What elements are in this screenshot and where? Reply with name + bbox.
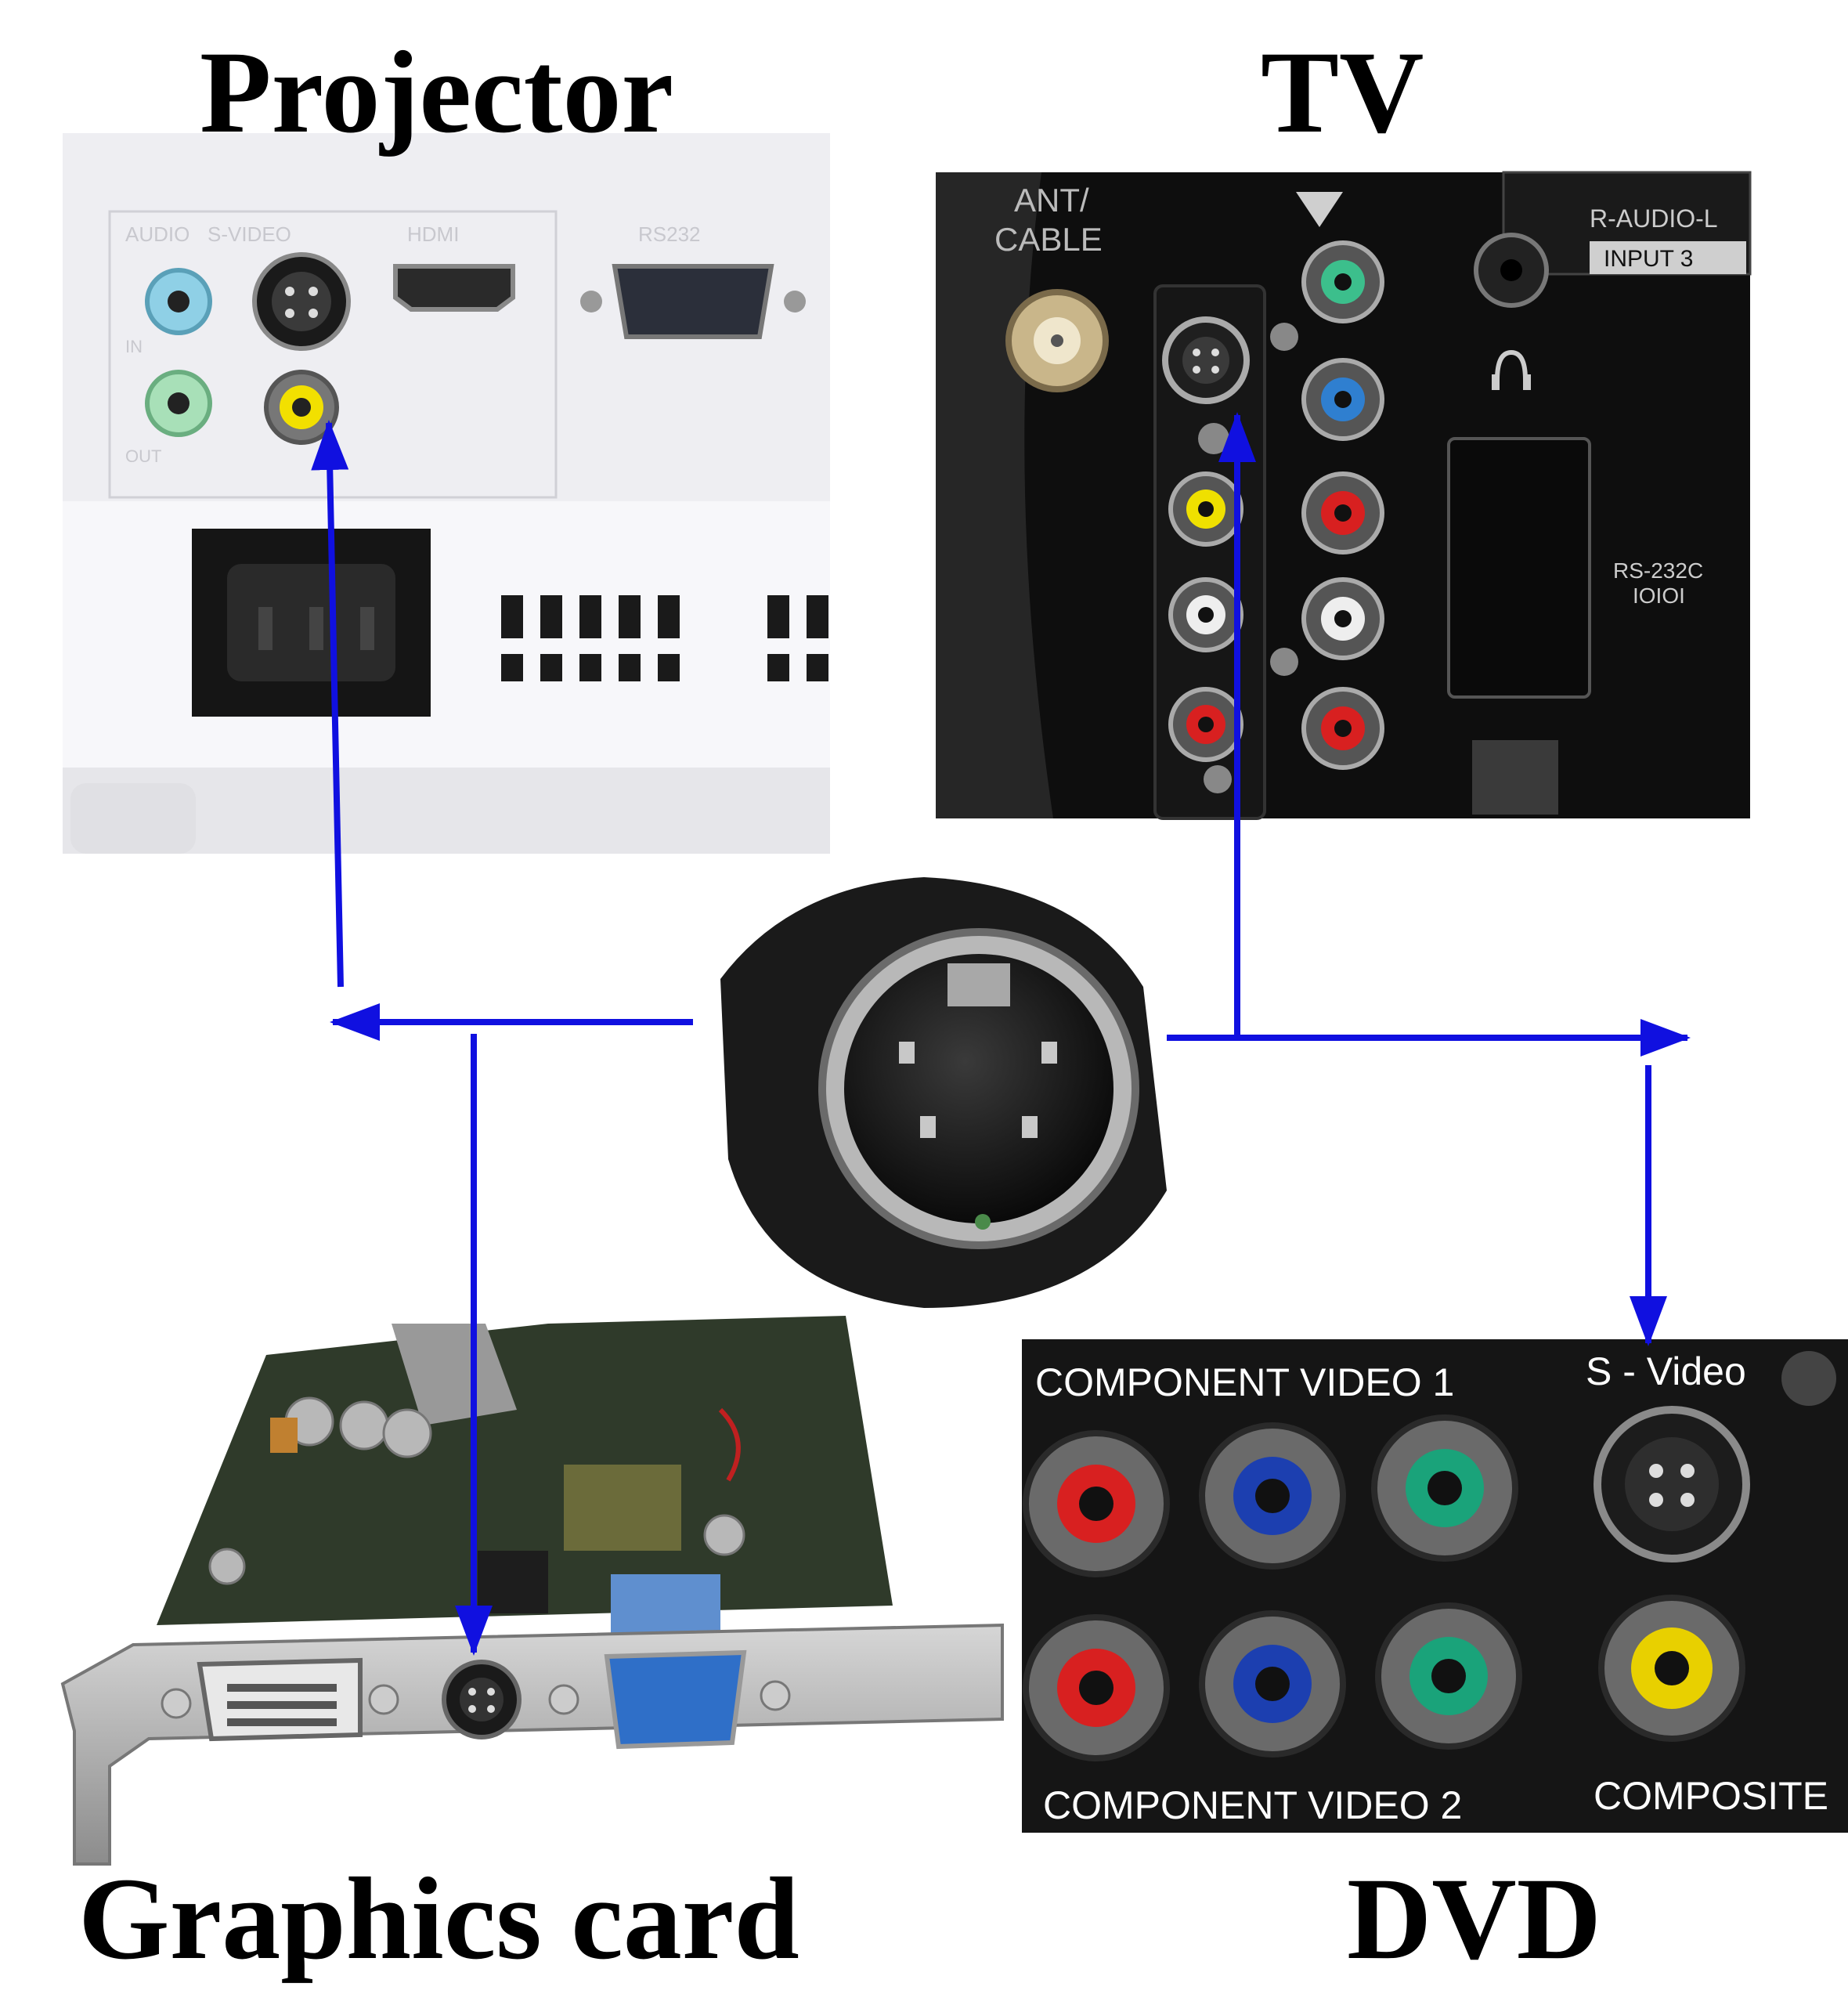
dvd-label-component-1: COMPONENT VIDEO 1	[1035, 1360, 1454, 1404]
graphics-card-bracket	[60, 1623, 1004, 1866]
dvd-label-component-2: COMPONENT VIDEO 2	[1043, 1783, 1462, 1827]
projector-label-audio: AUDIO	[125, 222, 189, 246]
label-graphics-card: Graphics card	[78, 1854, 799, 1984]
projector-hdmi-port	[393, 264, 515, 312]
arrow-to-projector	[311, 420, 349, 988]
graphics-card-vga-port	[604, 1649, 747, 1750]
headphone-icon	[1495, 349, 1528, 381]
tv-label-ioioi: IOIOI	[1633, 583, 1685, 608]
projector-rs232-port	[612, 264, 774, 339]
projector-label-out: OUT	[125, 446, 161, 466]
tv-photo: ANT/ CABLE R-AUDIO-L INPUT 3 RS-232C IOI…	[936, 171, 1752, 820]
graphics-card-photo	[60, 1316, 1004, 1866]
tv-label-audio: R-AUDIO-L	[1590, 204, 1718, 233]
projector-label-hdmi: HDMI	[407, 222, 459, 246]
tv-label-cable: CABLE	[994, 221, 1103, 258]
label-projector: Projector	[200, 27, 673, 157]
dvd-photo: COMPONENT VIDEO 1 S - Video COMPONENT VI…	[1022, 1339, 1848, 1833]
tv-label-ant: ANT/	[1014, 182, 1089, 219]
svideo-plug-photo	[720, 877, 1167, 1308]
tv-rs232c-port	[1447, 437, 1591, 699]
tv-label-input3: INPUT 3	[1604, 246, 1693, 272]
projector-photo: AUDIO S-VIDEO HDMI RS232 IN OUT	[63, 133, 830, 854]
svideo-plug-pins	[899, 1042, 1057, 1138]
connection-arrows	[311, 412, 1691, 1656]
label-tv: TV	[1261, 27, 1424, 157]
graphics-card-dvi-port	[197, 1657, 363, 1742]
projector-label-in: IN	[125, 337, 143, 356]
tv-label-rs232c: RS-232C	[1613, 558, 1703, 583]
dvd-label-composite: COMPOSITE	[1594, 1774, 1828, 1818]
svideo-plug-key	[947, 963, 1010, 1006]
dvd-label-svideo: S - Video	[1586, 1349, 1746, 1393]
label-dvd: DVD	[1347, 1854, 1601, 1984]
projector-label-rs232: RS232	[638, 222, 701, 246]
projector-label-svideo: S-VIDEO	[208, 222, 291, 246]
projector-vents	[501, 595, 828, 681]
